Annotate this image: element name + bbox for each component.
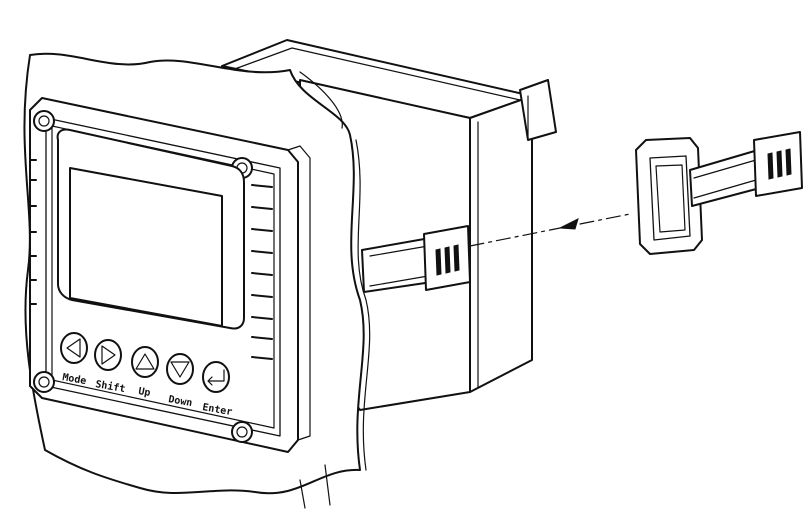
enter-icon: [207, 369, 225, 386]
insertion-direction-arrow: [469, 213, 631, 247]
mode-button[interactable]: Mode: [60, 332, 88, 387]
shift-button[interactable]: Shift: [94, 339, 126, 395]
left-arrow-icon: [66, 338, 81, 358]
up-arrow-icon: [135, 353, 155, 370]
enter-button-label: Enter: [201, 402, 233, 418]
vent-slots-left: [29, 159, 37, 305]
display-screen: [56, 128, 245, 330]
down-button-label: Down: [167, 394, 193, 409]
down-button[interactable]: Down: [166, 353, 194, 409]
down-arrow-icon: [170, 361, 190, 378]
enter-button[interactable]: Enter: [201, 361, 233, 418]
screw-bottom-right: [231, 421, 253, 443]
vent-slots-right: [251, 184, 273, 360]
screw-top-left: [33, 110, 55, 132]
screw-bottom-left: [33, 371, 55, 393]
up-button-label: Up: [137, 386, 151, 399]
loose-mounting-clamp: [635, 131, 803, 255]
shift-button-label: Shift: [94, 378, 126, 395]
mode-button-label: Mode: [61, 372, 87, 387]
installed-mounting-clamp: [361, 225, 471, 293]
right-arrow-icon: [101, 345, 116, 365]
button-row: Mode Shift Up Down Enter: [60, 332, 233, 418]
up-button[interactable]: Up: [131, 346, 159, 399]
